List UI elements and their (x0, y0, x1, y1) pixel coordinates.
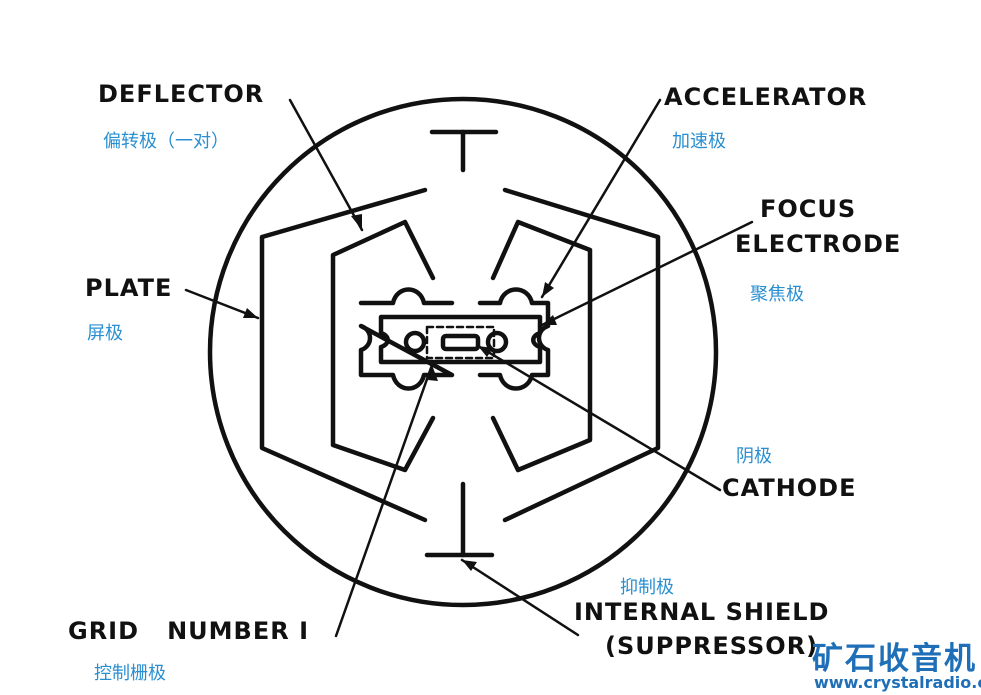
arrow-accelerator (542, 282, 554, 297)
label-cathode-cn: 阴极 (736, 446, 772, 467)
label-accelerator-cn: 加速极 (672, 131, 726, 152)
cathode-element (440, 333, 481, 352)
label-focus-line1: FOCUS (760, 195, 857, 223)
watermark-site-name: 矿石收音机 (812, 641, 977, 677)
control-grid (425, 325, 496, 360)
focus-hole-right (485, 330, 509, 354)
label-shield-cn: 抑制极 (620, 577, 674, 598)
leader-shield (460, 558, 580, 637)
label-grid-number-1: GRID NUMBER I (68, 617, 310, 645)
accelerator-outline (358, 287, 551, 391)
watermark-url: www.crystalradio.cn (814, 673, 981, 692)
label-accelerator: ACCELERATOR (664, 83, 868, 111)
focus-hole-left (403, 330, 427, 354)
label-deflector-cn: 偏转极（一对） (103, 131, 229, 152)
arrow-grid (428, 365, 438, 381)
deflector-left (330, 219, 436, 473)
leader-deflector (288, 98, 364, 232)
arrow-deflector (351, 214, 362, 230)
arrow-focus (542, 315, 557, 325)
label-cathode: CATHODE (722, 474, 857, 502)
label-shield-line2: (SUPPRESSOR) (605, 632, 819, 660)
arrow-plate (243, 308, 258, 318)
leader-cathode (476, 344, 722, 492)
plate-right-half (502, 187, 661, 523)
plate-left-half (259, 187, 428, 523)
arrow-shield (462, 560, 477, 571)
tube-envelope (207, 96, 719, 608)
label-focus-cn: 聚焦极 (750, 284, 804, 305)
label-plate-cn: 屏极 (87, 323, 123, 344)
label-plate: PLATE (85, 274, 173, 302)
focus-electrode-outline (378, 314, 543, 365)
label-deflector: DEFLECTOR (98, 80, 265, 108)
deflector-right (490, 219, 593, 473)
label-shield-line1: INTERNAL SHIELD (574, 598, 830, 626)
label-grid-cn: 控制栅极 (94, 663, 166, 684)
leader-accelerator (540, 98, 662, 299)
leader-grid (334, 363, 434, 638)
arrow-cathode (478, 346, 493, 357)
leader-focus (540, 220, 754, 327)
label-focus-line2: ELECTRODE (735, 230, 902, 258)
